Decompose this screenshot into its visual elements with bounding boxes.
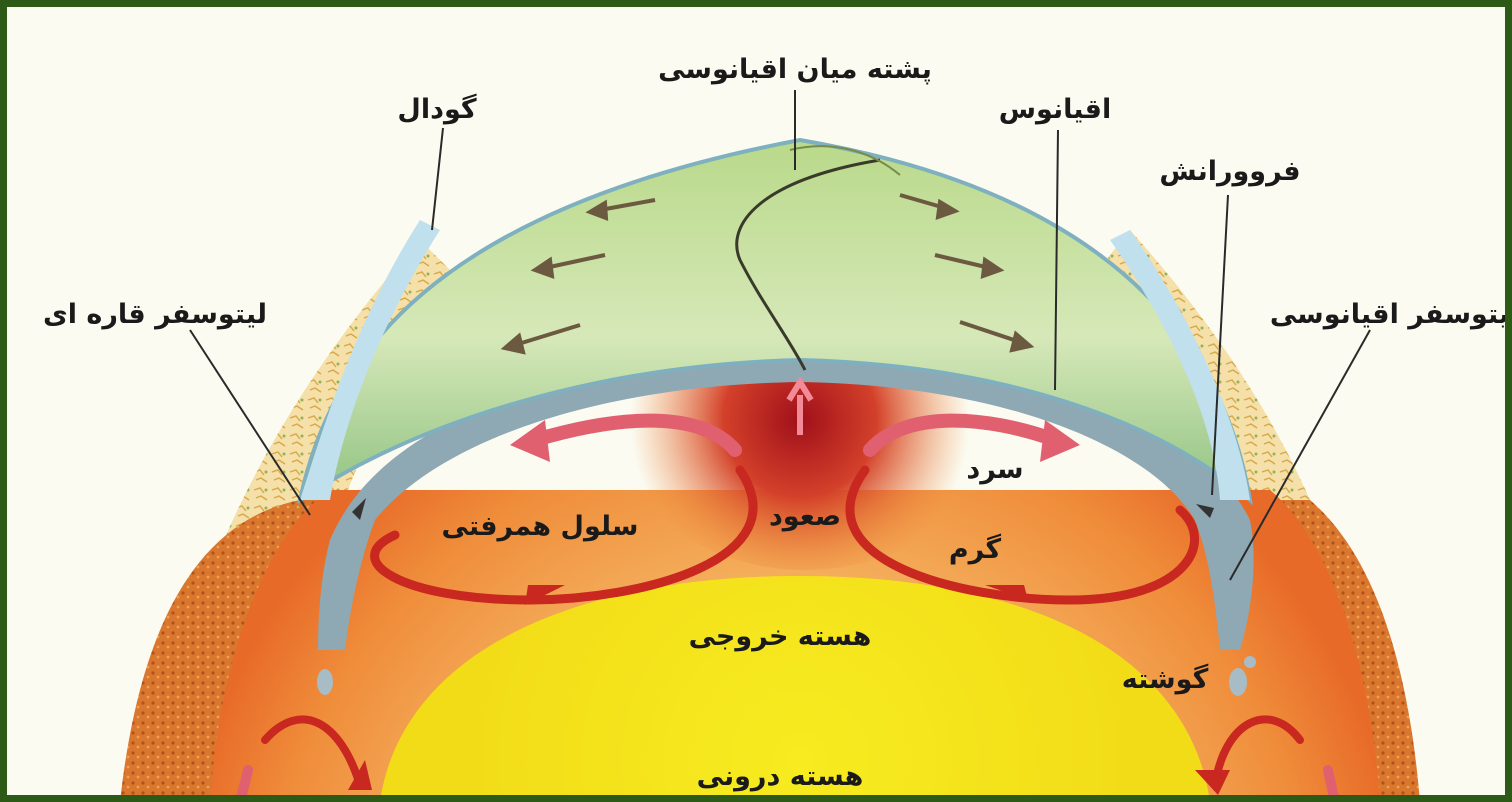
label-mantle: گوشته: [1122, 663, 1209, 695]
label-trench: گودال: [397, 93, 476, 125]
label-warm: گرم: [949, 533, 1002, 565]
leader-trench: [432, 128, 443, 230]
label-upwelling: صعود: [769, 501, 841, 532]
label-oceanic-lithosphere: لیتوسفر اقیانوسی: [1270, 299, 1512, 330]
sinking-slab-drop: [1229, 668, 1247, 696]
label-convection-cell: سلول همرفتی: [442, 511, 639, 542]
label-ocean: اقیانوس: [999, 94, 1111, 125]
label-subduction: فروورانش: [1159, 156, 1300, 187]
label-outer-core: هسته خروجی: [689, 621, 872, 652]
sinking-slab-drop: [317, 669, 333, 695]
label-cold: سرد: [966, 454, 1023, 485]
sinking-slab-drop: [1244, 656, 1256, 668]
label-mid-ocean-ridge: پشته میان اقیانوسی: [658, 54, 932, 85]
label-continental-lithosphere: لیتوسفر قاره ای: [43, 299, 267, 330]
label-inner-core: هسته درونی: [697, 761, 864, 792]
